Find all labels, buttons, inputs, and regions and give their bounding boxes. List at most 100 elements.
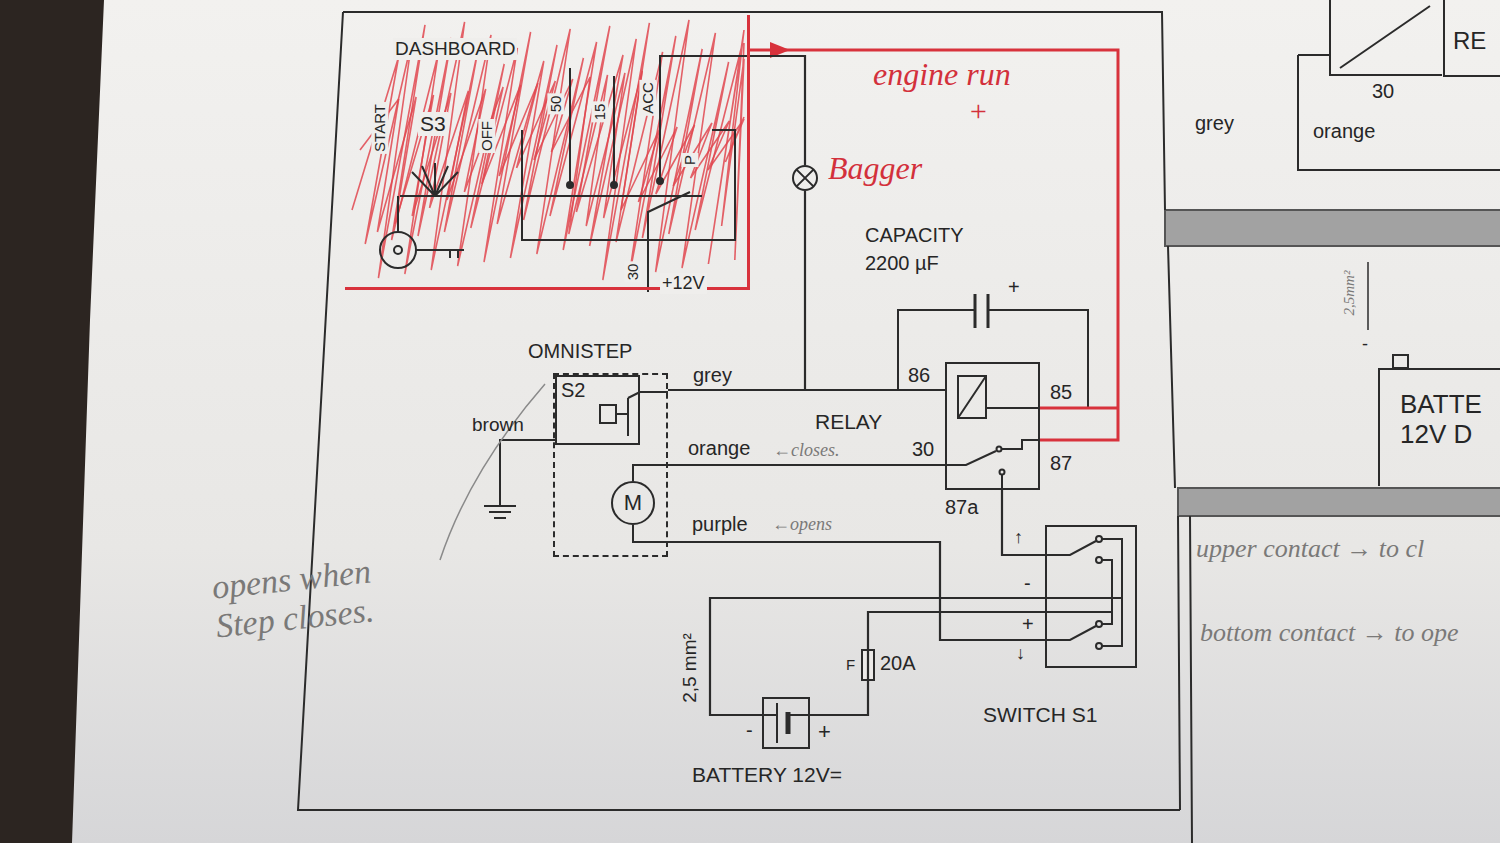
- relay-symbol: [1298, 0, 1500, 170]
- wire: [668, 542, 1045, 640]
- contact-dot: [567, 182, 573, 188]
- frame-line: [298, 12, 1192, 843]
- relay-box: RE: [1443, 0, 1500, 77]
- contact-dot: [997, 447, 1002, 452]
- polarity-sign: +: [1022, 613, 1034, 636]
- switch-position: OFF: [478, 119, 495, 153]
- part-name: F: [846, 656, 855, 673]
- motor-symbol: [612, 482, 654, 524]
- contact-dot: [1096, 536, 1102, 542]
- node-label: BATTE 12V D: [1400, 390, 1500, 450]
- polarity-sign: +: [1008, 276, 1020, 299]
- pencil-leader: [440, 384, 545, 560]
- pencil-note: opens when Step closes.: [210, 547, 422, 646]
- pin-number: 30: [912, 438, 934, 461]
- node-label: DASHBOARD: [393, 38, 517, 60]
- polarity-sign: -: [1024, 572, 1031, 595]
- part-value: 20A: [880, 652, 916, 675]
- handwritten-note: +: [968, 94, 988, 129]
- contact-dot: [1096, 643, 1102, 649]
- step-switch-box: S2: [555, 375, 640, 445]
- contact-dot: [1000, 470, 1005, 475]
- pencil-note: ←closes.: [773, 440, 840, 461]
- wire: [660, 56, 750, 130]
- pushbutton-symbol: [616, 392, 668, 436]
- wire: [710, 598, 1045, 715]
- pin-number: 86: [908, 364, 930, 387]
- node-label: SWITCH S1: [983, 703, 1097, 727]
- pin-number: 50: [547, 94, 564, 115]
- battery-box: BATTERY 12V=: [762, 697, 810, 749]
- ignition-pin: [570, 68, 660, 182]
- wire-color-label: grey: [1195, 112, 1234, 135]
- wire: [1002, 490, 1045, 555]
- pin-number: 85: [1050, 381, 1072, 404]
- wire: [750, 56, 805, 165]
- node-label: OMNISTEP: [528, 340, 632, 363]
- wire: [805, 191, 945, 390]
- red-scribble: [352, 20, 744, 280]
- node-label: S2: [561, 379, 585, 402]
- pencil-note: ←opens: [772, 514, 832, 535]
- switch-contact: [1045, 539, 1122, 646]
- lamp-symbol: [792, 165, 818, 191]
- lamp-symbol: Bagger: [792, 165, 818, 191]
- red-scribble: [360, 71, 744, 234]
- red-wire: [770, 42, 1118, 408]
- switch-position: ACC: [639, 80, 656, 116]
- contact-dot: [611, 182, 617, 188]
- red-wire: [1040, 407, 1118, 410]
- wire-label: grey: [693, 364, 732, 387]
- start-spring-symbol: [412, 163, 458, 196]
- key-symbol: [394, 246, 402, 254]
- contact-dot: [657, 178, 663, 184]
- part-name: S3: [418, 112, 448, 136]
- switch-box: SWITCH S1: [1045, 525, 1137, 668]
- grey-band: [1165, 210, 1500, 246]
- dimension: 2,5 mm²: [679, 633, 701, 703]
- photo-background: [0, 0, 104, 843]
- signal-name: +12V: [660, 273, 707, 294]
- polarity-sign: +: [818, 719, 831, 744]
- omnistep-housing: OMNISTEPS2M: [553, 373, 668, 557]
- key-link: [397, 196, 399, 232]
- wire: [750, 50, 1118, 440]
- relay-contact: [945, 440, 1040, 490]
- wire-label: purple: [692, 513, 748, 536]
- dimension: 2,5mm²: [1341, 271, 1358, 316]
- contact-dot: [1096, 557, 1102, 563]
- pencil-note: bottom contact → to ope: [1200, 618, 1459, 648]
- battery-symbol: [786, 712, 791, 734]
- capacitor-symbol: [975, 294, 988, 328]
- node-label: Bagger: [828, 150, 922, 187]
- grey-band: [1178, 488, 1500, 516]
- relay-box: RELAY: [945, 362, 1040, 490]
- key-symbol: [380, 232, 416, 268]
- pencil-leader: [440, 384, 545, 560]
- part-value: 2200 µF: [865, 252, 939, 275]
- ignition-switch-bar: [400, 195, 702, 197]
- ignition-switch-housing: [522, 130, 735, 240]
- relay-coil: [958, 376, 1040, 418]
- direction-arrow: ↑: [1014, 527, 1023, 548]
- wire-label: engine run: [873, 56, 1011, 93]
- node-label: M: [611, 481, 655, 525]
- pin-number: 30: [1372, 80, 1394, 103]
- pin-number: 30: [624, 262, 641, 283]
- pin-number: 15: [591, 102, 608, 123]
- pushbutton-symbol: [600, 405, 616, 423]
- wire: [668, 389, 945, 391]
- wire: [380, 0, 1500, 743]
- part-name: CAPACITY: [865, 224, 964, 247]
- red-scribble: [352, 20, 744, 280]
- wire: [668, 464, 945, 466]
- wire: [810, 612, 1045, 715]
- wire-label: orange: [688, 437, 750, 460]
- wire: [1367, 262, 1369, 330]
- node-label: BATTERY 12V=: [692, 763, 842, 787]
- wire-color-label: orange: [1313, 120, 1375, 143]
- switch-position: START: [371, 102, 388, 154]
- frame-line: [298, 12, 1192, 843]
